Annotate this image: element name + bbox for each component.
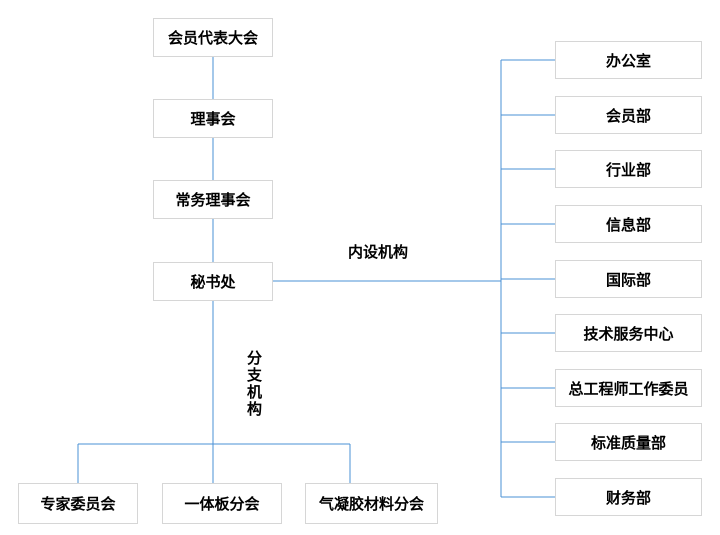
node-finance-dept: 财务部 — [555, 478, 702, 516]
node-office: 办公室 — [555, 41, 702, 79]
node-secretariat: 秘书处 — [153, 262, 273, 301]
label-internal-organs: 内设机构 — [348, 244, 409, 261]
node-industry-dept: 行业部 — [555, 150, 702, 188]
node-member-congress: 会员代表大会 — [153, 18, 273, 57]
node-international-dept: 国际部 — [555, 260, 702, 298]
node-membership-dept: 会员部 — [555, 96, 702, 134]
label-branch-organs: 分支机构 — [245, 350, 262, 418]
node-integrated-panel-branch: 一体板分会 — [162, 483, 282, 524]
node-standards-quality-dept: 标准质量部 — [555, 423, 702, 461]
node-council: 理事会 — [153, 99, 273, 138]
internal-dept-connectors — [273, 59, 555, 498]
node-chief-engineer-committee: 总工程师工作委员 — [555, 369, 702, 407]
node-expert-committee: 专家委员会 — [18, 483, 138, 524]
branch-connectors — [77, 301, 351, 483]
node-standing-council: 常务理事会 — [153, 180, 273, 219]
node-tech-service-center: 技术服务中心 — [555, 314, 702, 352]
node-aerogel-materials-branch: 气凝胶材料分会 — [305, 483, 438, 524]
node-information-dept: 信息部 — [555, 205, 702, 243]
